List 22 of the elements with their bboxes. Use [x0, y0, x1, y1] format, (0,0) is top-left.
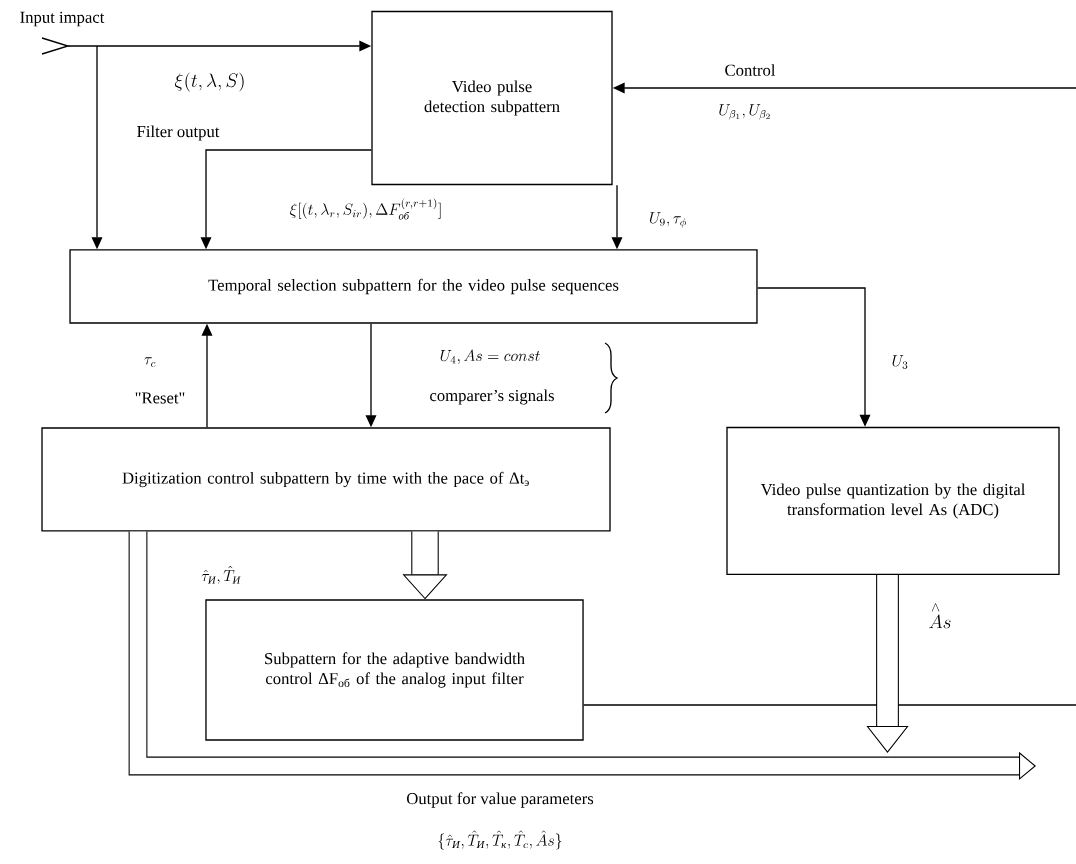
signal-formula: $\tau_c$: [144, 357, 156, 367]
edge-label: "Reset": [133, 391, 187, 405]
edge-label: Filter output: [135, 124, 221, 142]
signal-formula: $\xi[(t,\lambda_r,S_{ir}),\Delta F_{\textit{об}}^{(r,r+1)}]$: [290, 198, 441, 220]
process-box: Digitization control subpattern by time with the pace of Δt$_{э}$: [41, 427, 611, 532]
process-box: Temporal selection subpattern for the video pulse sequences: [69, 249, 758, 324]
signal-label: Output for value parameters: [407, 792, 594, 808]
signal-formula: $\hat{\tau}_{\textit{И}},\hat{T}_{\textit{И}}$: [201, 565, 241, 585]
signal-label: comparer’s signals: [430, 389, 554, 405]
signal-formula: $U_9,\tau_\phi$: [650, 212, 687, 228]
signal-formula: $\{\hat{\tau}_{\textit{И}},\hat{T}_{\textit{И}},\hat{T}_{\textit{к}},\hat{T}_{c},\hat{A}s\}$: [438, 830, 562, 850]
hollow-arrow: [866, 575, 909, 753]
signal-formula: $\overset{\wedge}{A}s$: [929, 603, 951, 629]
edge-label: Control: [723, 62, 777, 78]
signal-formula: $U_4,As=const$: [440, 349, 540, 364]
signal-formula: $\xi(t,\lambda,S)$: [174, 72, 244, 92]
process-box: Video pulse detection subpattern: [371, 10, 613, 186]
edge-label: Input impact: [18, 10, 106, 28]
signal-formula: $U_3$: [892, 355, 908, 369]
process-box: Video pulse quantization by the digital transformation level As (ADC): [726, 426, 1060, 576]
process-box: Subpattern for the adaptive bandwidth control ΔF$_{об}$ of the analog input filter: [205, 599, 584, 741]
signal-formula: $U_{\beta_1},U_{\beta_2}$: [719, 104, 770, 120]
